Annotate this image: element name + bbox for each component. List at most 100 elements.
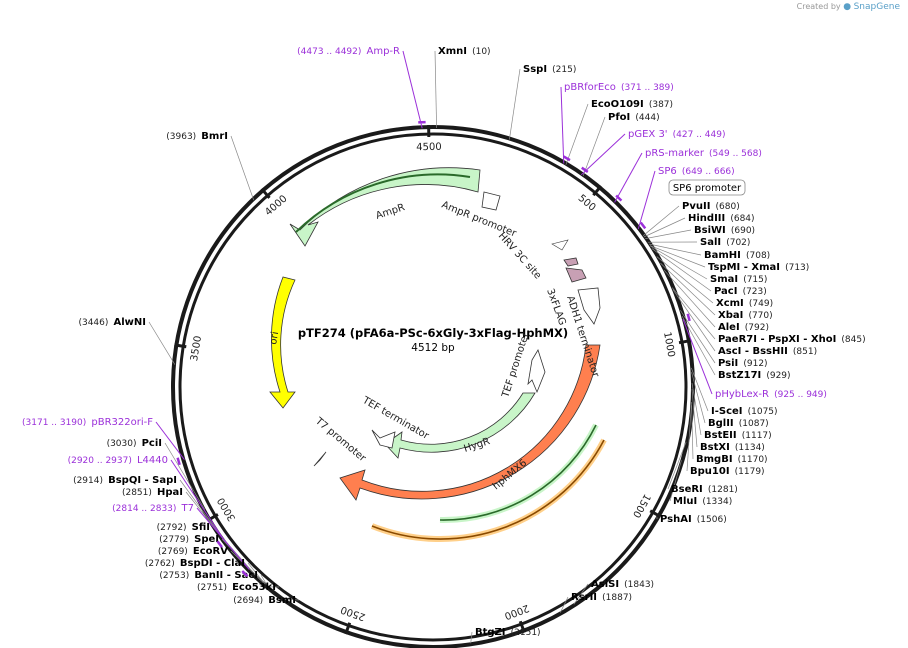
leader-paer7i-pspxi-xhoi bbox=[671, 287, 716, 340]
leader-xcmi bbox=[656, 256, 714, 304]
leader-l4440 bbox=[170, 459, 225, 541]
name-rsrii: RsrII bbox=[571, 592, 597, 603]
name-sali: SalI bbox=[700, 237, 721, 248]
feature-adh1-terminator[interactable] bbox=[577, 287, 601, 325]
name-bpu10i: Bpu10I bbox=[690, 466, 730, 477]
position-alwni: (3446) bbox=[78, 318, 108, 328]
name-asisi: AsiSI bbox=[591, 579, 619, 590]
position-i-scei: (1075) bbox=[748, 407, 778, 417]
feature-hrv-3c-site[interactable] bbox=[551, 239, 579, 267]
name-bglii: BglII bbox=[708, 418, 734, 429]
name-amp-r: Amp-R bbox=[367, 46, 401, 57]
enzyme-i-scei: I-SceI (1075) bbox=[711, 399, 778, 418]
name-pshai: PshAI bbox=[660, 514, 692, 525]
enzyme-spei: (2779) SpeI bbox=[159, 527, 219, 546]
primer-marker-sp6 bbox=[639, 221, 647, 230]
position-bstxi: (1134) bbox=[735, 443, 765, 453]
tick-label-500: 500 bbox=[576, 193, 598, 214]
name-bstz17i: BstZ17I bbox=[718, 370, 761, 381]
enzyme-tspmi-xmai: TspMI - XmaI (713) bbox=[708, 255, 809, 274]
primer-marker-phyblex-r bbox=[686, 313, 691, 322]
primer-marker-pbrforeco bbox=[562, 155, 571, 162]
leader-pbr322ori-f bbox=[155, 421, 185, 460]
primer-marker-pbr322ori-f bbox=[176, 457, 181, 466]
tick-mark-500 bbox=[592, 185, 603, 197]
position-smai: (715) bbox=[743, 275, 767, 285]
label-tef-terminator: TEF terminator bbox=[360, 395, 432, 443]
enzyme-bspqi-sapi: (2914) BspQI - SapI bbox=[73, 468, 177, 487]
position-pvuii: (680) bbox=[716, 202, 740, 212]
feature-ampr[interactable] bbox=[289, 167, 481, 247]
tick-label-3500: 3500 bbox=[189, 335, 204, 362]
enzyme-hpai: (2851) HpaI bbox=[122, 480, 183, 499]
name-sspi: SspI bbox=[523, 64, 547, 75]
leader-phyblex-r bbox=[682, 318, 713, 395]
position-btgzi: (2151) bbox=[511, 628, 541, 638]
leader-bsteii bbox=[691, 382, 702, 436]
leader-banii-saci bbox=[260, 574, 269, 587]
feature-ori[interactable] bbox=[269, 276, 296, 409]
position-xbai: (770) bbox=[748, 311, 772, 321]
enzyme-alwni: (3446) AlwNI bbox=[78, 310, 146, 329]
enzyme-psii: PsiI (912) bbox=[718, 351, 768, 370]
leader-sp6 bbox=[637, 170, 656, 230]
name-paer7i-pspxi-xhoi: PaeR7I - PspXI - XhoI bbox=[718, 334, 836, 345]
position-pfoi: (444) bbox=[635, 113, 659, 123]
leader-alwni bbox=[148, 321, 176, 365]
feature-orange-strand[interactable] bbox=[370, 438, 607, 543]
name-bmri: BmrI bbox=[201, 131, 228, 142]
name-ecorv: EcoRV bbox=[193, 546, 228, 557]
feature-3xflag[interactable] bbox=[565, 267, 587, 283]
position-asisi: (1843) bbox=[624, 580, 654, 590]
position-sfii: (2792) bbox=[157, 523, 187, 533]
name-btgzi: BtgZI bbox=[475, 627, 506, 638]
leader-ecoo109i bbox=[565, 103, 589, 165]
tick-label-1500: 1500 bbox=[630, 492, 652, 520]
position-bsiwi: (690) bbox=[731, 226, 755, 236]
position-rsrii: (1887) bbox=[602, 593, 632, 603]
leader-lines bbox=[148, 50, 716, 644]
feature-tef-promoter[interactable] bbox=[527, 349, 546, 394]
name-sfii: SfiI bbox=[192, 522, 210, 533]
position-bspdi-clai: (2762) bbox=[145, 559, 175, 569]
leader-bmgbi bbox=[691, 402, 694, 460]
leader-pfoi bbox=[582, 116, 606, 177]
feature-t7-promoter[interactable] bbox=[313, 451, 327, 467]
feature-ampr-promoter[interactable] bbox=[481, 191, 501, 211]
tick-label-1000: 1000 bbox=[661, 331, 676, 358]
position-bmri: (3963) bbox=[166, 132, 196, 142]
leader-amp-r bbox=[402, 50, 423, 129]
enzyme-sali: SalI (702) bbox=[700, 230, 750, 249]
enzyme-pfoi: PfoI (444) bbox=[608, 105, 660, 124]
name-alei: AleI bbox=[718, 322, 740, 333]
leader-bsiwi bbox=[645, 229, 692, 239]
position-bspqi-sapi: (2914) bbox=[73, 476, 103, 486]
enzyme-ecoo109i: EcoO109I (387) bbox=[591, 92, 673, 111]
name-alwni: AlwNI bbox=[114, 317, 147, 328]
position-bglii: (1087) bbox=[739, 419, 769, 429]
enzyme-bmgbi: BmgBI (1170) bbox=[696, 447, 768, 466]
feature-green-strand[interactable] bbox=[439, 423, 599, 524]
primer-t7: (2814 .. 2833) T7 bbox=[112, 496, 194, 515]
feature-tef-terminator[interactable] bbox=[371, 429, 396, 449]
position-ecoo109i: (387) bbox=[649, 100, 673, 110]
tick-mark-1500 bbox=[649, 509, 662, 519]
position-bmgbi: (1170) bbox=[738, 455, 768, 465]
name-pgex-3: pGEX 3' bbox=[628, 129, 668, 140]
enzyme-xcmi: XcmI (749) bbox=[716, 291, 773, 310]
leader-bspdi-clai bbox=[247, 562, 266, 585]
position-sali: (702) bbox=[726, 238, 750, 248]
name-ecoo109i: EcoO109I bbox=[591, 99, 644, 110]
enzyme-xbai: XbaI (770) bbox=[718, 303, 773, 322]
name-psii: PsiI bbox=[718, 358, 738, 369]
position-l4440: (2920 .. 2937) bbox=[68, 456, 132, 466]
backbone-inner bbox=[178, 132, 688, 642]
primer-marker-t7 bbox=[241, 570, 249, 578]
position-asci-bsshii: (851) bbox=[793, 347, 817, 357]
position-xcmi: (749) bbox=[749, 299, 773, 309]
position-sspi: (215) bbox=[552, 65, 576, 75]
name-bspqi-sapi: BspQI - SapI bbox=[108, 475, 177, 486]
leader-t7 bbox=[196, 507, 250, 570]
feature-hphmx6[interactable] bbox=[339, 344, 601, 501]
position-eco53ki: (2751) bbox=[197, 583, 227, 593]
